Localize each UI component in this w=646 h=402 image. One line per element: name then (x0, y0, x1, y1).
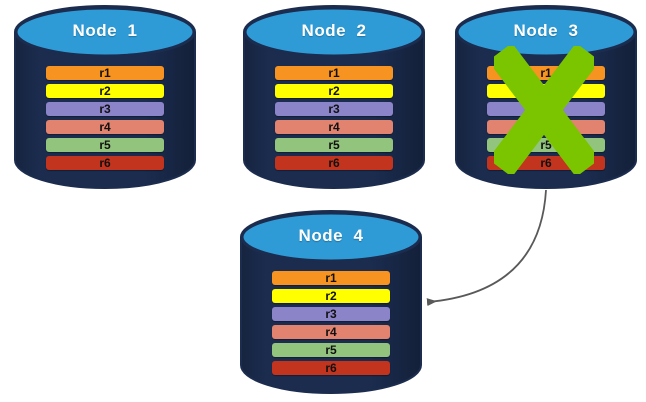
node-1-top-disc (14, 6, 196, 58)
node-4-top-disc (240, 211, 422, 263)
node-2-row-r5-label: r5 (328, 138, 340, 152)
node-1[interactable]: Node 1 r1 r2 r3 r4 r5 r6 (14, 5, 196, 190)
node-4-row-r6-label: r6 (325, 361, 337, 375)
node-2-row-r4-label: r4 (328, 120, 340, 134)
node-2-row-r3[interactable]: r3 (275, 102, 393, 116)
node-3-row-r6-label: r6 (540, 156, 552, 170)
node-3-row-r2[interactable]: r2 (487, 84, 605, 98)
node-4-row-r3[interactable]: r3 (272, 307, 390, 321)
node-3-row-r3[interactable]: r3 (487, 102, 605, 116)
node-3-row-r3-label: r3 (540, 102, 552, 116)
node-2-top-disc (243, 6, 425, 58)
node-1-row-r6-label: r6 (99, 156, 111, 170)
node-1-row-r1[interactable]: r1 (46, 66, 164, 80)
node-3-row-r1-label: r1 (540, 66, 552, 80)
node-2-row-r2-label: r2 (328, 84, 340, 98)
node-1-row-r1-label: r1 (99, 66, 111, 80)
node-3-row-r2-label: r2 (540, 84, 552, 98)
node-1-row-r2-label: r2 (99, 84, 111, 98)
node-3-row-r1[interactable]: r1 (487, 66, 605, 80)
node-1-row-r4-label: r4 (99, 120, 111, 134)
node-4-row-r6[interactable]: r6 (272, 361, 390, 375)
node-4-row-r3-label: r3 (325, 307, 337, 321)
node-2-row-r4[interactable]: r4 (275, 120, 393, 134)
node-3-row-r4[interactable]: r4 (487, 120, 605, 134)
node-3-rows: r1 r2 r3 r4 r5 r6 (455, 66, 637, 174)
node-1-row-r3[interactable]: r3 (46, 102, 164, 116)
node-1-row-r5[interactable]: r5 (46, 138, 164, 152)
node-4-row-r1-label: r1 (325, 271, 337, 285)
node-4-row-r4[interactable]: r4 (272, 325, 390, 339)
node-1-row-r6[interactable]: r6 (46, 156, 164, 170)
node-4-row-r1[interactable]: r1 (272, 271, 390, 285)
node-1-row-r5-label: r5 (99, 138, 111, 152)
node-3-row-r6[interactable]: r6 (487, 156, 605, 170)
node-4-label: Node 4 (298, 226, 364, 245)
node-1-label: Node 1 (72, 21, 138, 40)
node-2-row-r2[interactable]: r2 (275, 84, 393, 98)
node-2-row-r1-label: r1 (328, 66, 340, 80)
node-1-row-r3-label: r3 (99, 102, 111, 116)
node-3-label: Node 3 (513, 21, 579, 40)
failover-arrow (426, 189, 547, 307)
node-3[interactable]: Node 3 r1 r2 r3 r4 r5 r6 (455, 5, 637, 190)
node-2-row-r3-label: r3 (328, 102, 340, 116)
node-3-row-r5-label: r5 (540, 138, 552, 152)
node-2-row-r6-label: r6 (328, 156, 340, 170)
node-2-rows: r1 r2 r3 r4 r5 r6 (243, 66, 425, 174)
node-4-row-r5[interactable]: r5 (272, 343, 390, 357)
node-3-row-r4-label: r4 (540, 120, 552, 134)
node-1-row-r2[interactable]: r2 (46, 84, 164, 98)
node-1-row-r4[interactable]: r4 (46, 120, 164, 134)
node-2-row-r5[interactable]: r5 (275, 138, 393, 152)
node-4-row-r4-label: r4 (325, 325, 337, 339)
node-4-row-r2[interactable]: r2 (272, 289, 390, 303)
node-4-row-r2-label: r2 (325, 289, 337, 303)
node-3-row-r5[interactable]: r5 (487, 138, 605, 152)
node-2-row-r6[interactable]: r6 (275, 156, 393, 170)
node-2[interactable]: Node 2 r1 r2 r3 r4 r5 r6 (243, 5, 425, 190)
node-2-label: Node 2 (301, 21, 367, 40)
node-2-row-r1[interactable]: r1 (275, 66, 393, 80)
node-4-rows: r1 r2 r3 r4 r5 r6 (240, 271, 422, 379)
node-1-rows: r1 r2 r3 r4 r5 r6 (14, 66, 196, 174)
node-4[interactable]: Node 4 r1 r2 r3 r4 r5 r6 (240, 210, 422, 395)
node-4-row-r5-label: r5 (325, 343, 337, 357)
